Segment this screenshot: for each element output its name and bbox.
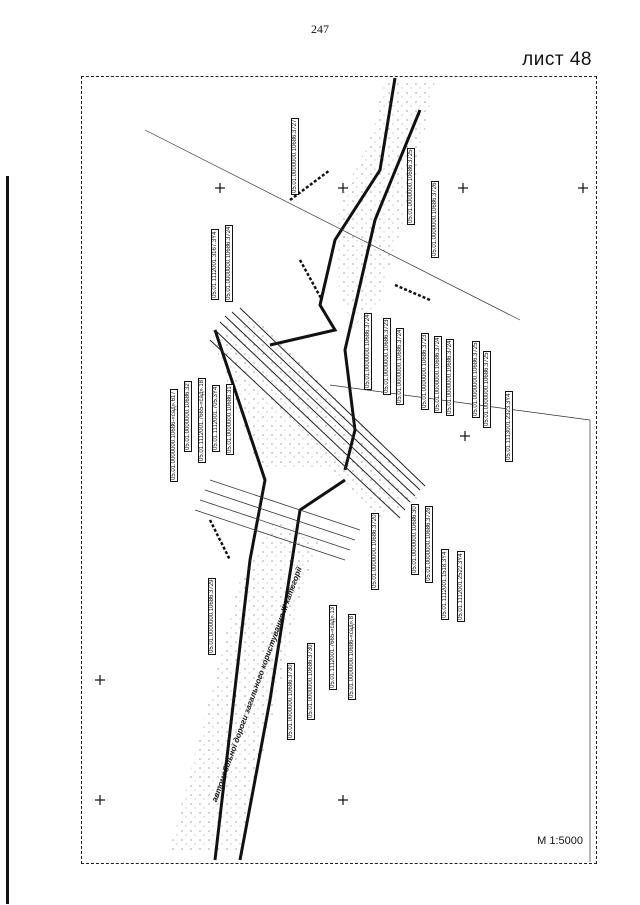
parcel-label: 05.01.0000000.10686.3724: [364, 312, 372, 390]
parcel-label: 05.01.0000000.10686.3724: [396, 327, 404, 405]
parcel-label: 05.01.0000000.10686-«сад».617: [170, 389, 178, 482]
parcel-label: 05.01.0000000.10686.3725: [483, 350, 491, 428]
parcel-label: 05.01.0000000.10686.3727: [291, 117, 299, 195]
parcel-label: 05.01.0000000.10686.3725: [472, 340, 480, 418]
parcel-label: 05.01.0000000.10686.3724: [225, 224, 233, 302]
boundary-line: [213, 329, 267, 861]
parcel-label: 05.01.0000000.10686.3725: [407, 147, 415, 225]
parcel-label: 05.01.0000000.10686.3728: [425, 505, 433, 583]
parcel-label: 05.01.0000000.10686.3729: [208, 577, 216, 655]
parcel-label: 05.01.1112001.3167.3Y4: [211, 229, 219, 300]
scan-margin-bar: [6, 176, 9, 904]
parcel-label: 05.01.0000000.10686.3724: [446, 338, 454, 416]
page-number: 247: [311, 22, 329, 36]
sheet-label: лист 48: [522, 49, 592, 70]
map-frame: [81, 76, 597, 864]
boundary-line: [238, 478, 346, 861]
boundary-line: [343, 109, 422, 471]
parcel-label: 05.01.1112001.7665-«сад».18: [198, 377, 206, 463]
parcel-label: 05.01.1113001.2323.3Y4: [505, 391, 513, 462]
parcel-label: 05.01.0000000.10686.3723: [421, 332, 429, 410]
boundary-line: [269, 77, 397, 347]
parcel-label: 05.01.0000000.10686.3720: [371, 512, 379, 590]
scale-label: М 1:5000: [537, 835, 583, 847]
parcel-label: 05.01.1112001.705.3Y4: [212, 384, 220, 452]
parcel-label: 05.01.0000000.10686.3726: [431, 180, 439, 258]
parcel-label: 05.01.1112001.1518.3Y4: [441, 549, 449, 620]
parcel-label: 05.01.0000000.10686.3730: [307, 642, 315, 720]
parcel-label: 05.01.0000000.10686-«сад».8: [348, 614, 356, 700]
parcel-label: 05.01.1112001.2522.3Y4: [457, 551, 465, 622]
parcel-label: 05.01.0000000.10686.30: [411, 504, 419, 575]
parcel-label: 05.01.0000000.10686.3724: [434, 335, 442, 413]
parcel-label: 05.01.1112001.7665-«сад».13: [329, 604, 337, 690]
parcel-label: 05.01.0000000.10686.3723: [383, 317, 391, 395]
parcel-label: 05.01.0000000.10686.31: [226, 384, 234, 455]
parcel-label: 05.01.0000000.10686.32: [184, 381, 192, 452]
terrain-area: [335, 80, 435, 330]
terrain-area: [170, 520, 320, 850]
parcel-label: 05.01.0000000.10686.3730: [287, 662, 295, 740]
